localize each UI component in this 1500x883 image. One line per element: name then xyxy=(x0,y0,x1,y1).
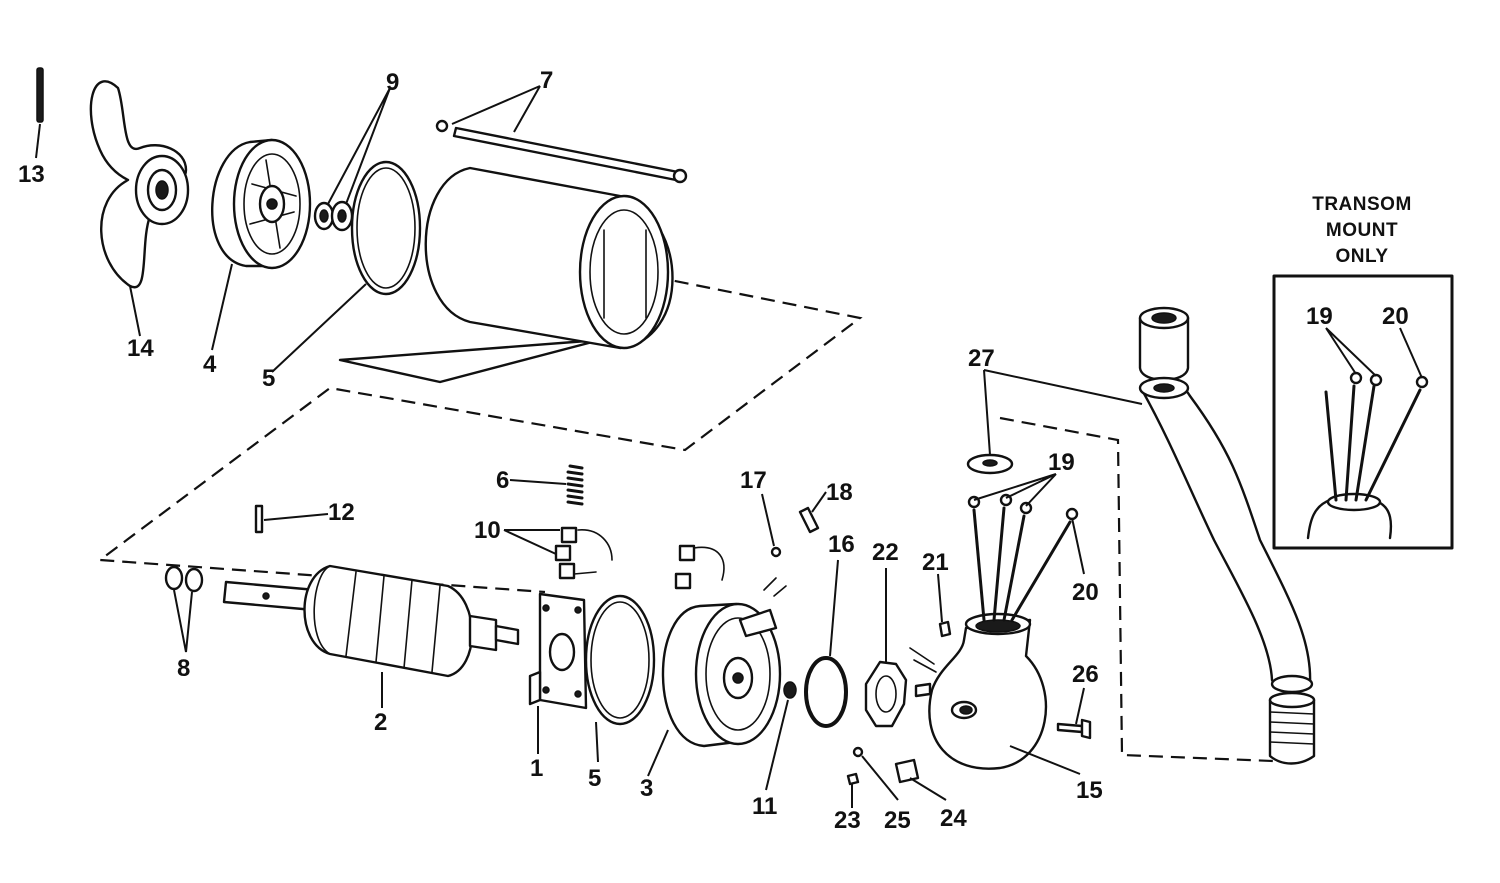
part-14-propeller xyxy=(89,80,190,289)
callout-13: 13 xyxy=(18,161,45,188)
callout-5-upper: 5 xyxy=(262,365,275,392)
motor-housing xyxy=(338,166,674,384)
inset-title-line-3: ONLY xyxy=(1335,246,1388,267)
inset-title-line-1: TRANSOM xyxy=(1312,194,1412,215)
part-5-o-ring-lower xyxy=(584,594,656,726)
callout-11: 11 xyxy=(752,793,777,820)
part-24-clamp xyxy=(894,758,920,784)
part-25-washer xyxy=(852,746,864,758)
callout-15: 15 xyxy=(1076,777,1103,804)
part-26-screw xyxy=(1056,718,1092,740)
part-9-bearings xyxy=(313,200,354,232)
o-ring-upper-inner xyxy=(356,167,416,289)
callout-24: 24 xyxy=(940,805,967,832)
part-17-small-bushing xyxy=(770,546,782,558)
part-6-brush-spring xyxy=(566,464,584,506)
callout-25: 25 xyxy=(884,807,911,834)
callout-27: 27 xyxy=(968,345,995,372)
callout-18: 18 xyxy=(826,479,853,506)
leader-lines xyxy=(35,85,1423,808)
part-10-brushes xyxy=(554,526,613,580)
callout-5-lower: 5 xyxy=(588,765,601,792)
callout-9: 9 xyxy=(386,69,399,96)
callout-20-inset: 20 xyxy=(1382,303,1409,330)
part-12-key xyxy=(254,504,264,534)
callout-7: 7 xyxy=(540,67,553,94)
callout-12: 12 xyxy=(328,499,355,526)
part-18-pin xyxy=(798,506,820,534)
part-1-brush-plate xyxy=(528,592,588,710)
callout-17: 17 xyxy=(740,467,767,494)
lead-wires xyxy=(967,493,1079,622)
callout-1: 1 xyxy=(530,755,543,782)
callout-20-main: 20 xyxy=(1072,579,1099,606)
part-4-front-end-housing xyxy=(211,138,312,270)
callout-22: 22 xyxy=(872,539,899,566)
callout-16: 16 xyxy=(828,531,855,558)
part-8-thrust-washers xyxy=(164,565,204,593)
part-22-lock-nut xyxy=(864,660,908,728)
callout-4: 4 xyxy=(203,351,217,378)
callout-26: 26 xyxy=(1072,661,1099,688)
part-7-thru-bolt xyxy=(435,119,688,184)
callout-21: 21 xyxy=(922,549,949,576)
transom-mount-inset xyxy=(1272,274,1454,550)
part-11-nut xyxy=(783,681,797,699)
callout-3: 3 xyxy=(640,775,653,802)
part-27-grommet xyxy=(966,453,1014,475)
part-15-motor-head-housing xyxy=(909,612,1047,770)
callout-19-inset: 19 xyxy=(1306,303,1333,330)
o-ring-lower-inner xyxy=(590,601,650,719)
assembly-dashed-line-upper xyxy=(96,266,863,594)
inset-title-line-2: MOUNT xyxy=(1326,220,1398,241)
callout-14: 14 xyxy=(127,335,154,362)
part-3-end-cap xyxy=(661,544,787,748)
part-13-prop-pin xyxy=(36,67,44,123)
part-23-screw xyxy=(846,772,860,786)
callout-19-main: 19 xyxy=(1048,449,1075,476)
steering-tube-assembly xyxy=(1138,306,1316,765)
part-5-o-ring-upper xyxy=(350,160,422,296)
callout-6: 6 xyxy=(496,467,509,494)
part-16-o-ring xyxy=(804,656,848,728)
callout-10: 10 xyxy=(474,517,501,544)
callout-2: 2 xyxy=(374,709,387,736)
part-21-set-screw xyxy=(938,620,952,638)
callout-23: 23 xyxy=(834,807,861,834)
callout-8: 8 xyxy=(177,655,190,682)
part-2-armature xyxy=(222,564,520,678)
